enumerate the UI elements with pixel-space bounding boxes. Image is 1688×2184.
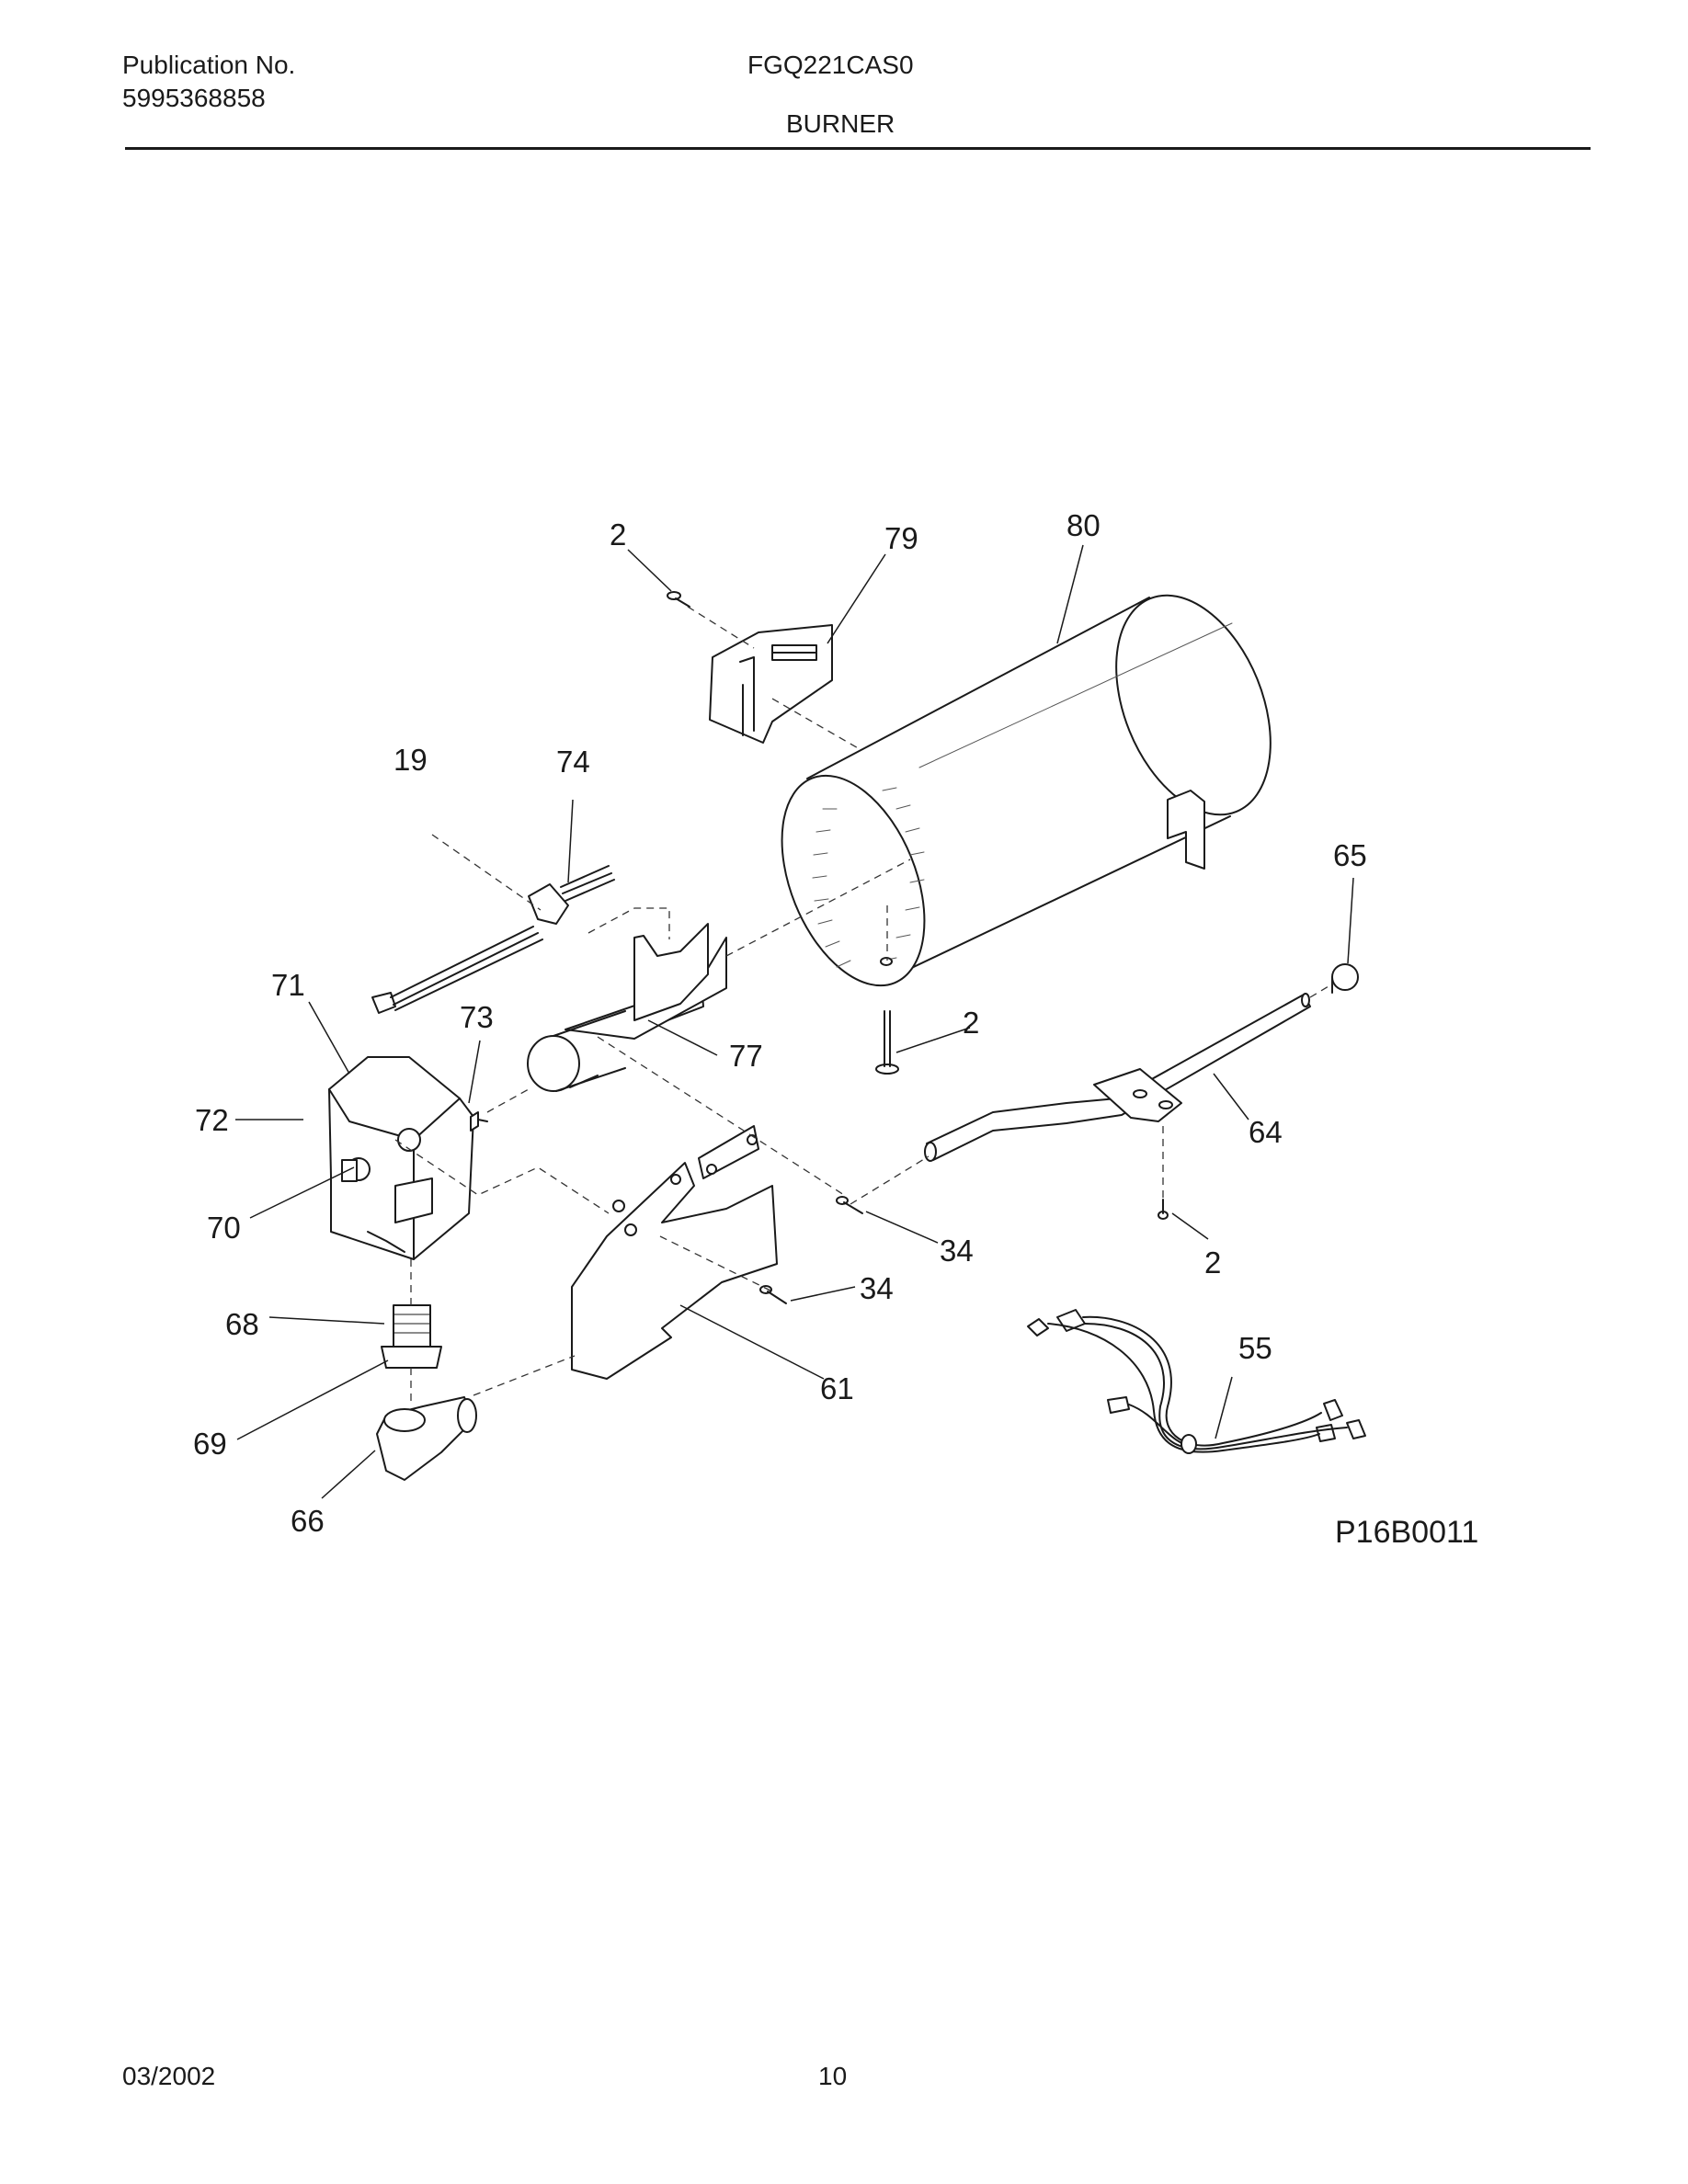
leader-lines: [235, 544, 1354, 1499]
callout-79: 79: [884, 521, 918, 555]
screw-part: [875, 1010, 899, 1075]
screw-part: [836, 1196, 863, 1214]
screw-part: [667, 591, 690, 608]
callout-64: 64: [1249, 1115, 1283, 1149]
manifold-pipe-part: [924, 993, 1311, 1162]
callout-19: 19: [393, 743, 428, 777]
callout-34: 34: [860, 1271, 894, 1305]
callout-65: 65: [1333, 838, 1367, 872]
callout-2: 2: [1204, 1246, 1221, 1280]
burner-venturi-part: [527, 923, 727, 1092]
callout-2: 2: [963, 1006, 979, 1040]
callout-74: 74: [556, 745, 590, 779]
orifice-fitting-part: [381, 1304, 442, 1369]
screw-part: [1158, 1199, 1169, 1220]
assembly-lines: [394, 606, 1334, 1406]
callout-55: 55: [1238, 1331, 1272, 1365]
callout-70: 70: [207, 1211, 241, 1245]
igniter-part: [371, 865, 615, 1014]
burner-tube-part: [781, 593, 1272, 987]
callout-2: 2: [610, 518, 626, 552]
publication-date: 03/2002: [122, 2062, 216, 2090]
callout-72: 72: [195, 1103, 229, 1137]
mounting-bracket-part: [571, 1125, 778, 1380]
callout-34: 34: [940, 1234, 974, 1268]
callout-61: 61: [820, 1371, 854, 1405]
header-divider: [125, 147, 1591, 150]
figure-code: P16B0011: [1335, 1515, 1478, 1550]
callout-68: 68: [225, 1307, 259, 1341]
screw-part: [759, 1285, 787, 1304]
callout-69: 69: [193, 1427, 227, 1461]
gas-valve-part: [328, 1056, 488, 1260]
cap-part: [1331, 963, 1359, 994]
publication-number: 5995368858: [122, 84, 266, 112]
elbow-fitting-part: [376, 1396, 477, 1481]
burner-bracket-part: [709, 624, 833, 744]
callout-71: 71: [271, 968, 305, 1002]
section-title: BURNER: [786, 109, 895, 138]
model-number: FGQ221CAS0: [747, 51, 914, 79]
wiring-harness-part: [1027, 1309, 1366, 1454]
callout-73: 73: [460, 1000, 494, 1034]
callout-80: 80: [1066, 508, 1101, 542]
publication-label: Publication No.: [122, 51, 296, 79]
callout-labels: 2 79 80 19 74 65 71 73 2 77 72 64 70 34 …: [193, 508, 1367, 1538]
callout-77: 77: [729, 1039, 763, 1073]
page-number: 10: [818, 2062, 848, 2090]
callout-66: 66: [291, 1504, 325, 1538]
